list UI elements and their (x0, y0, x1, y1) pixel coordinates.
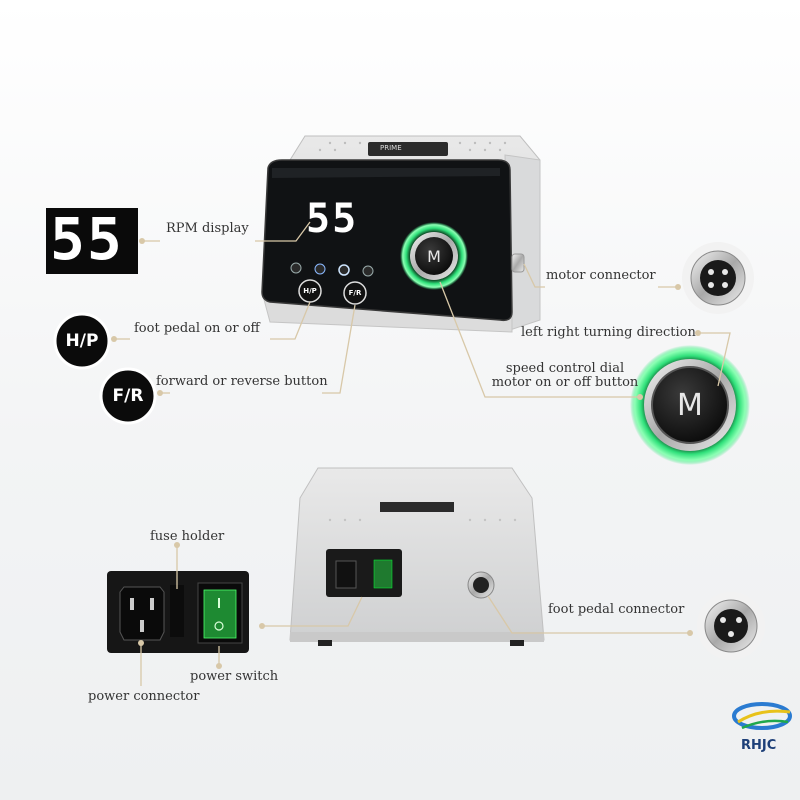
rpm-display-label: RPM display (166, 221, 249, 236)
fr-button[interactable]: F/R (348, 289, 362, 297)
rpm-inset-box (46, 208, 138, 274)
rpm-inset-readout: 55 (50, 205, 124, 273)
turning-direction-label: left right turning direction (521, 325, 696, 340)
hp-inset-circle (53, 312, 111, 370)
fr-inset-label: F/R (112, 386, 144, 406)
main-unit-front (261, 135, 541, 333)
forward-reverse-label: forward or reverse button (156, 374, 328, 389)
device-model-label: PRIME (380, 144, 402, 152)
foot-pedal-label: foot pedal on or off (134, 321, 260, 336)
speed-dial-label-line1: speed control dial (505, 361, 625, 376)
power-connector-label: power connector (88, 689, 200, 704)
brand-logo-icon (732, 702, 792, 730)
brand-name: RHJC (741, 738, 777, 753)
motor-connector-inset (682, 242, 754, 314)
foot-pedal-connector-label: foot pedal connector (548, 602, 685, 617)
power-block-inset (107, 571, 249, 653)
hp-inset-label: H/P (65, 331, 99, 351)
fuse-holder-label: fuse holder (150, 529, 225, 544)
rpm-display-readout: 55 (306, 196, 359, 242)
hp-button[interactable]: H/P (303, 287, 317, 295)
motor-knob-inset-label: M (677, 387, 703, 423)
power-switch-label: power switch (190, 669, 279, 684)
main-unit-rear (289, 467, 545, 646)
leader-lines (114, 221, 731, 686)
foot-pedal-connector-inset (697, 592, 765, 660)
fr-inset-circle (99, 367, 157, 425)
speed-dial-label: speed control dial motor on or off butto… (490, 362, 640, 390)
motor-connector-label: motor connector (546, 268, 656, 283)
motor-knob[interactable]: M (427, 246, 441, 266)
speed-dial-label-line2: motor on or off button (491, 375, 639, 390)
